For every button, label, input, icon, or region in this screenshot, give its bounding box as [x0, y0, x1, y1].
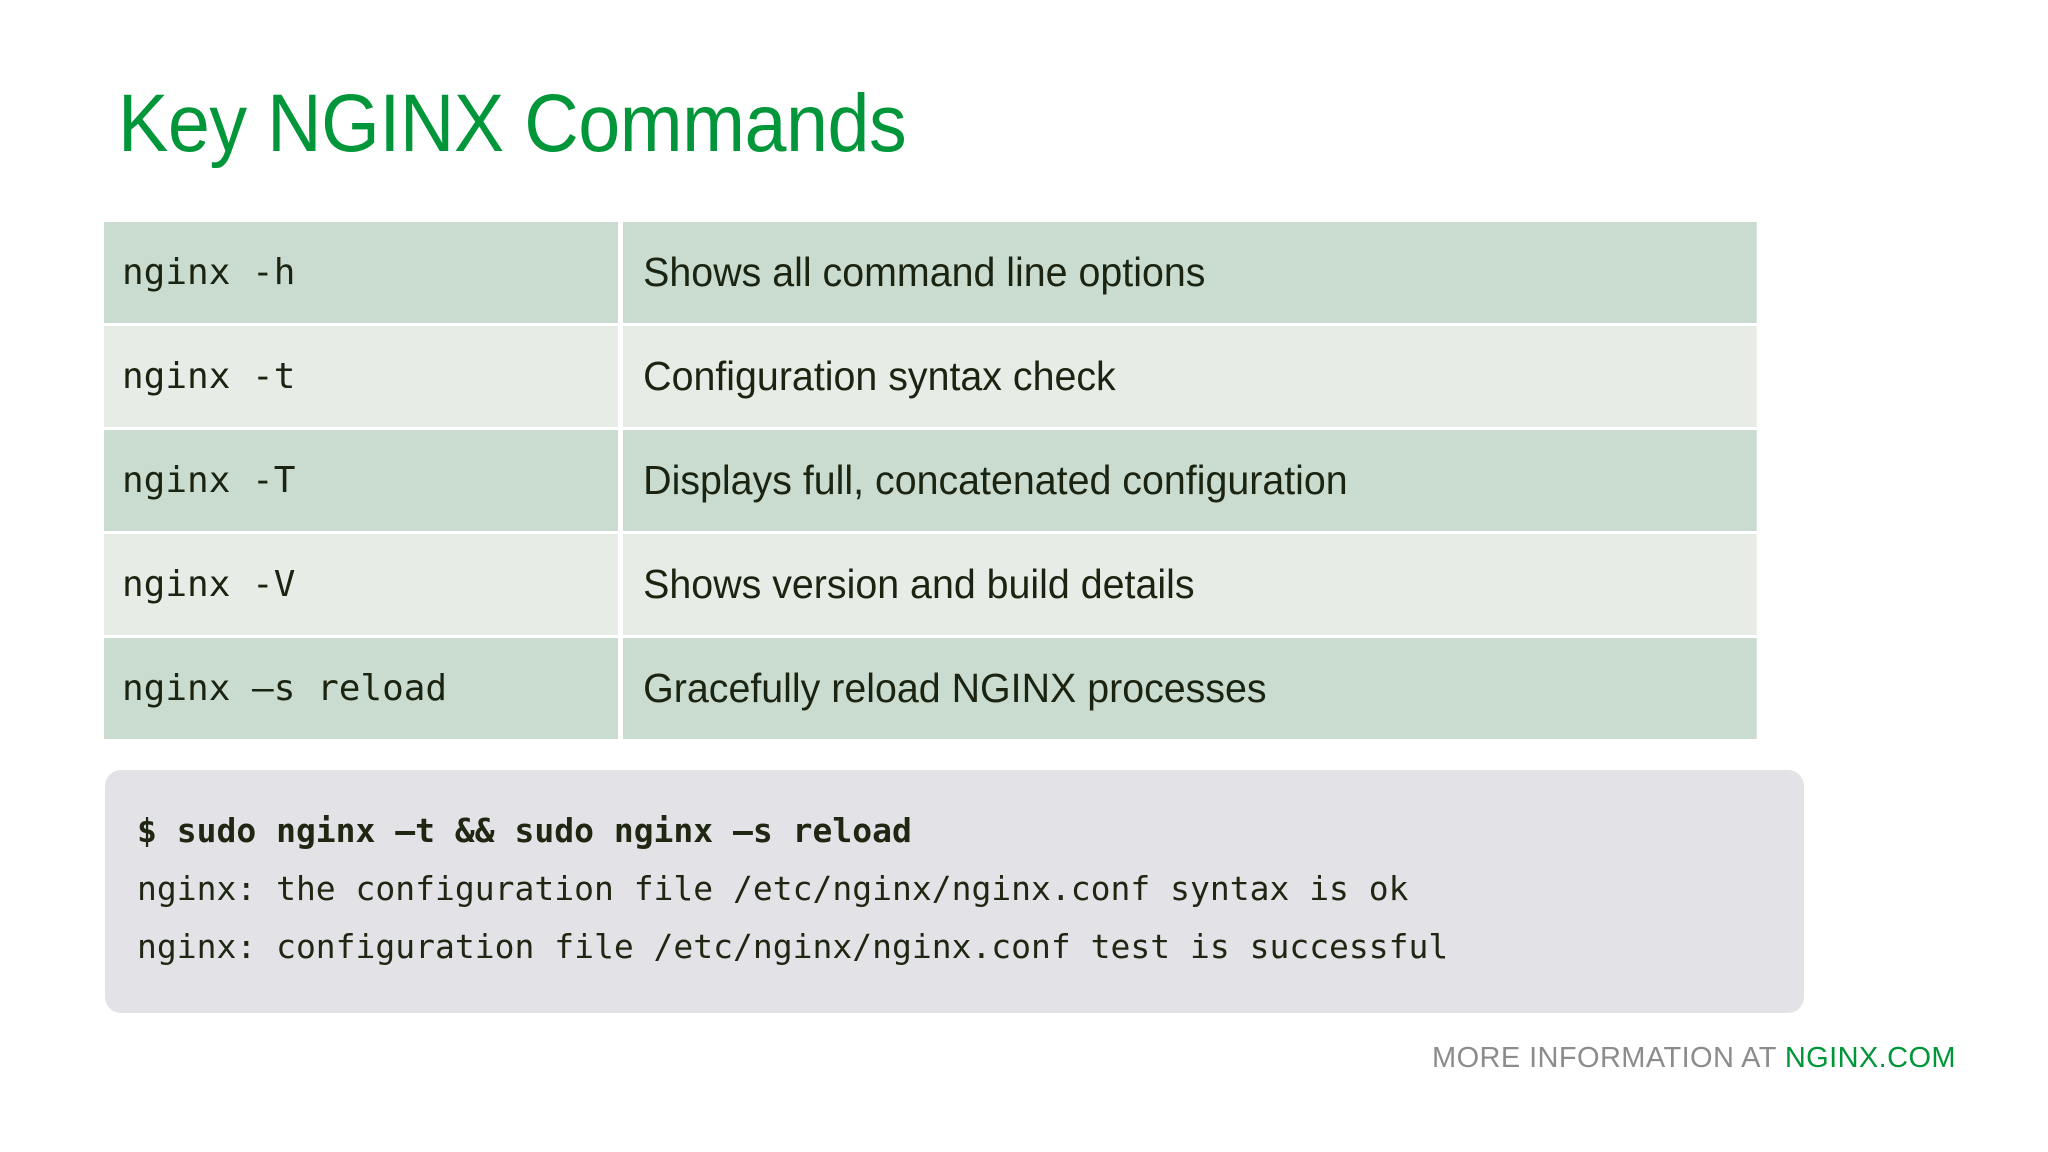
code-line-output: nginx: configuration file /etc/nginx/ngi… — [137, 927, 1449, 966]
table-row: nginx –s reload Gracefully reload NGINX … — [104, 638, 1804, 739]
footer-lead-text: MORE INFORMATION AT — [1432, 1042, 1785, 1074]
table-row: nginx -V Shows version and build details — [104, 534, 1804, 635]
command-table: nginx -h Shows all command line options … — [104, 222, 1804, 739]
table-cell-description: Shows version and build details — [623, 534, 1757, 635]
table-cell-command: nginx –s reload — [104, 638, 618, 739]
table-cell-command: nginx -V — [104, 534, 618, 635]
terminal-code-block: $ sudo nginx –t && sudo nginx –s reload … — [105, 770, 1804, 1013]
page-title: Key NGINX Commands — [118, 78, 907, 169]
table-cell-description: Gracefully reload NGINX processes — [623, 638, 1757, 739]
footer-nginx-link[interactable]: NGINX.COM — [1784, 1042, 1956, 1074]
table-cell-description: Shows all command line options — [623, 222, 1757, 323]
code-line-output: nginx: the configuration file /etc/nginx… — [137, 869, 1409, 908]
table-cell-command: nginx -h — [104, 222, 618, 323]
table-row: nginx -h Shows all command line options — [104, 222, 1804, 323]
table-cell-command: nginx -t — [104, 326, 618, 427]
code-line-command: $ sudo nginx –t && sudo nginx –s reload — [137, 811, 912, 850]
table-cell-description: Configuration syntax check — [623, 326, 1757, 427]
footer: MORE INFORMATION AT NGINX.COM — [1432, 1042, 1956, 1075]
table-cell-command: nginx -T — [104, 430, 618, 531]
table-row: nginx -T Displays full, concatenated con… — [104, 430, 1804, 531]
table-row: nginx -t Configuration syntax check — [104, 326, 1804, 427]
table-cell-description: Displays full, concatenated configuratio… — [623, 430, 1757, 531]
